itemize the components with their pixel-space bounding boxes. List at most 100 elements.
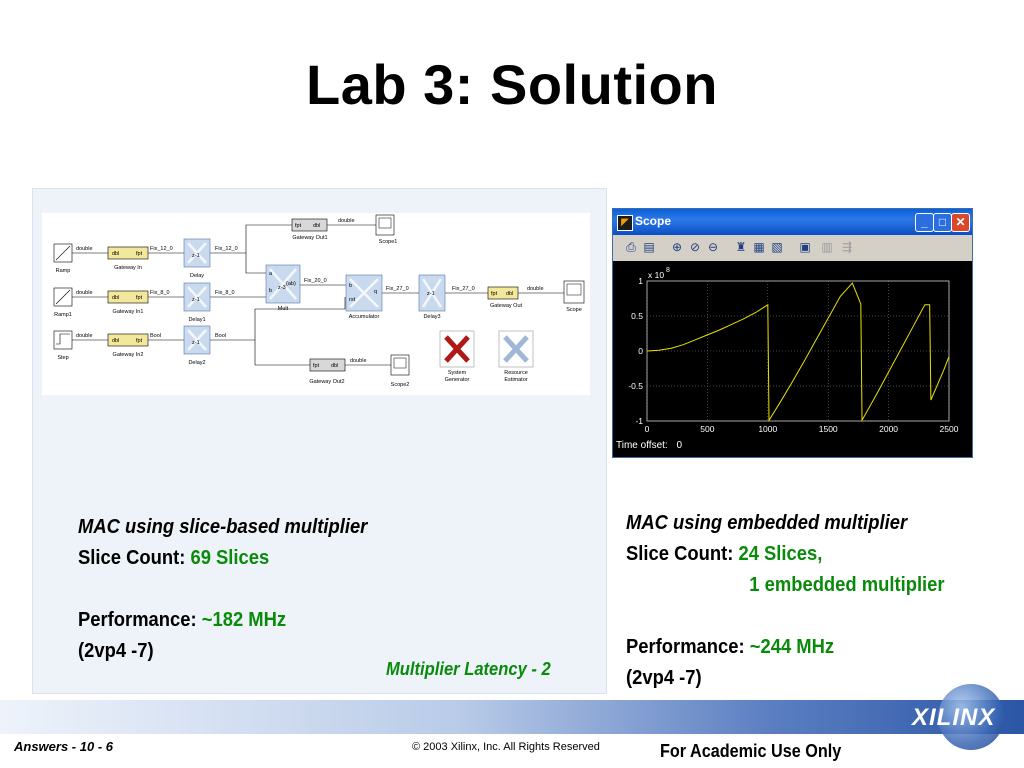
signal-select-icon[interactable]: ⇶ [841, 240, 853, 254]
acc-port-rst: rst [349, 297, 356, 303]
scope-toolbar: ⎙ ▤ ⊕ ⊘ ⊖ ♜ ▦ ▧ ▣ ▥ ⇶ [615, 236, 970, 260]
gateway-out2-block[interactable] [309, 358, 346, 372]
gateway-in2-block[interactable] [107, 333, 149, 347]
sig-double-out: double [527, 286, 544, 292]
left-slice-count: Slice Count: 69 Slices [78, 543, 367, 574]
x-tick-label: 500 [700, 424, 714, 434]
series-line [646, 282, 950, 423]
right-description: MAC using embedded multiplier Slice Coun… [626, 508, 945, 694]
scope-block[interactable] [563, 280, 585, 304]
sig-fix8-a: Fix_8_0 [150, 290, 170, 296]
simulink-diagram: Ramp Ramp1 Step Gateway In Gateway In1 G… [42, 213, 590, 395]
zoom-y-icon[interactable]: ⊖ [707, 240, 719, 254]
sig-fix8-b: Fix_8_0 [215, 290, 235, 296]
maximize-button[interactable]: □ [933, 213, 952, 232]
gw-out-dbl: dbl [506, 291, 513, 297]
sig-double-2: double [76, 290, 93, 296]
sig-double-1: double [76, 246, 93, 252]
label-gateway-in2: Gateway In2 [113, 352, 144, 358]
gw-in2-fpt: fpt [136, 338, 143, 344]
right-slice-label: Slice Count: [626, 543, 734, 565]
x-tick-label: 0 [645, 424, 650, 434]
x-tick-label: 2000 [879, 424, 898, 434]
gw-in2-dbl: dbl [112, 338, 119, 344]
gw-out2-dbl: dbl [331, 363, 338, 369]
gateway-in1-block[interactable] [107, 290, 149, 304]
label-resource-2: Estimator [504, 377, 527, 383]
gw-in-fpt: fpt [136, 251, 143, 257]
minimize-button[interactable]: _ [915, 213, 934, 232]
label-accumulator: Accumulator [349, 314, 380, 320]
x-tick-label: 1000 [758, 424, 777, 434]
diagram-svg: Ramp Ramp1 Step Gateway In Gateway In1 G… [53, 214, 585, 388]
label-delay: Delay [190, 273, 204, 279]
close-button[interactable]: ✕ [951, 213, 970, 232]
delay3-z: z-1 [427, 291, 435, 297]
y-tick-label: 0.5 [631, 311, 643, 321]
globe-graphic [938, 684, 1004, 750]
left-slice-value: 69 Slices [190, 547, 270, 569]
footer-academic: For Academic Use Only [660, 741, 842, 761]
label-gateway-out2: Gateway Out2 [309, 379, 344, 385]
gw-out-fpt: fpt [491, 291, 498, 297]
gateway-in-block[interactable] [107, 246, 149, 260]
delay2-z: z-1 [192, 340, 200, 346]
gateway-out-block[interactable] [487, 286, 519, 300]
gw-out1-dbl: dbl [313, 223, 320, 229]
gateway-in-blocks [107, 218, 519, 372]
gw-in1-fpt: fpt [136, 295, 143, 301]
label-scope1: Scope1 [379, 239, 398, 245]
left-perf-label: Performance: [78, 609, 197, 631]
label-system-1: System [448, 370, 467, 376]
sig-fix27-a: Fix_27_0 [386, 286, 409, 292]
y-multiplier-label: x 10 [648, 270, 664, 280]
mult-z: z-3 [278, 285, 286, 291]
label-resource-1: Resource [504, 370, 528, 376]
floating-scope-icon[interactable]: ▣ [799, 240, 811, 254]
label-delay2: Delay2 [188, 360, 205, 366]
zoom-icon[interactable]: ⊕ [671, 240, 683, 254]
save-axes-icon[interactable]: ▦ [753, 240, 765, 254]
ramp-icon [55, 245, 71, 261]
matlab-icon: ◤ [617, 215, 633, 231]
lock-icon[interactable]: ▥ [821, 240, 833, 254]
label-gateway-in: Gateway In [114, 265, 142, 271]
y-tick-label: 1 [638, 276, 643, 286]
latency-note: Multiplier Latency - 2 [386, 659, 551, 679]
params-icon[interactable]: ▤ [643, 240, 655, 254]
sig-bool-b: Bool [215, 333, 226, 339]
autoscale-icon[interactable]: ♜ [735, 240, 747, 254]
mult-ab: (ab) [286, 281, 296, 287]
label-step: Step [57, 355, 68, 361]
time-offset-value: 0 [676, 440, 683, 451]
right-slice-value-2: 1 embedded multiplier [749, 574, 945, 596]
scope2-block[interactable] [390, 354, 410, 376]
zoom-x-icon[interactable]: ⊘ [689, 240, 701, 254]
y-tick-label: -0.5 [628, 381, 643, 391]
y-tick-label: 0 [638, 346, 643, 356]
right-perf-label: Performance: [626, 636, 745, 658]
mult-port-a: a [269, 271, 273, 277]
acc-port-q: q [374, 289, 377, 295]
sig-fix20: Fix_20_0 [304, 278, 327, 284]
footer-copyright: © 2003 Xilinx, Inc. All Rights Reserved [412, 741, 600, 753]
left-perf-value: ~182 MHz [201, 609, 287, 631]
acc-port-b: b [349, 283, 352, 289]
restore-axes-icon[interactable]: ▧ [771, 240, 783, 254]
right-device: (2vp4 -7) [626, 667, 702, 689]
label-gateway-out: Gateway Out [490, 303, 523, 309]
scope1-block[interactable] [375, 214, 395, 236]
label-gateway-in1: Gateway In1 [113, 309, 144, 315]
sig-double-3: double [76, 333, 93, 339]
print-icon[interactable]: ⎙ [626, 240, 636, 254]
label-delay1: Delay1 [188, 317, 205, 323]
left-description: MAC using slice-based multiplier Slice C… [78, 512, 367, 667]
right-heading: MAC using embedded multiplier [626, 512, 908, 534]
step-icon [56, 333, 70, 345]
left-heading: MAC using slice-based multiplier [78, 516, 368, 538]
scope-titlebar[interactable]: ◤ Scope _ □ ✕ [613, 209, 972, 235]
right-slice-count: Slice Count: 24 Slices, [626, 539, 945, 570]
gateway-out1-block[interactable] [291, 218, 328, 232]
